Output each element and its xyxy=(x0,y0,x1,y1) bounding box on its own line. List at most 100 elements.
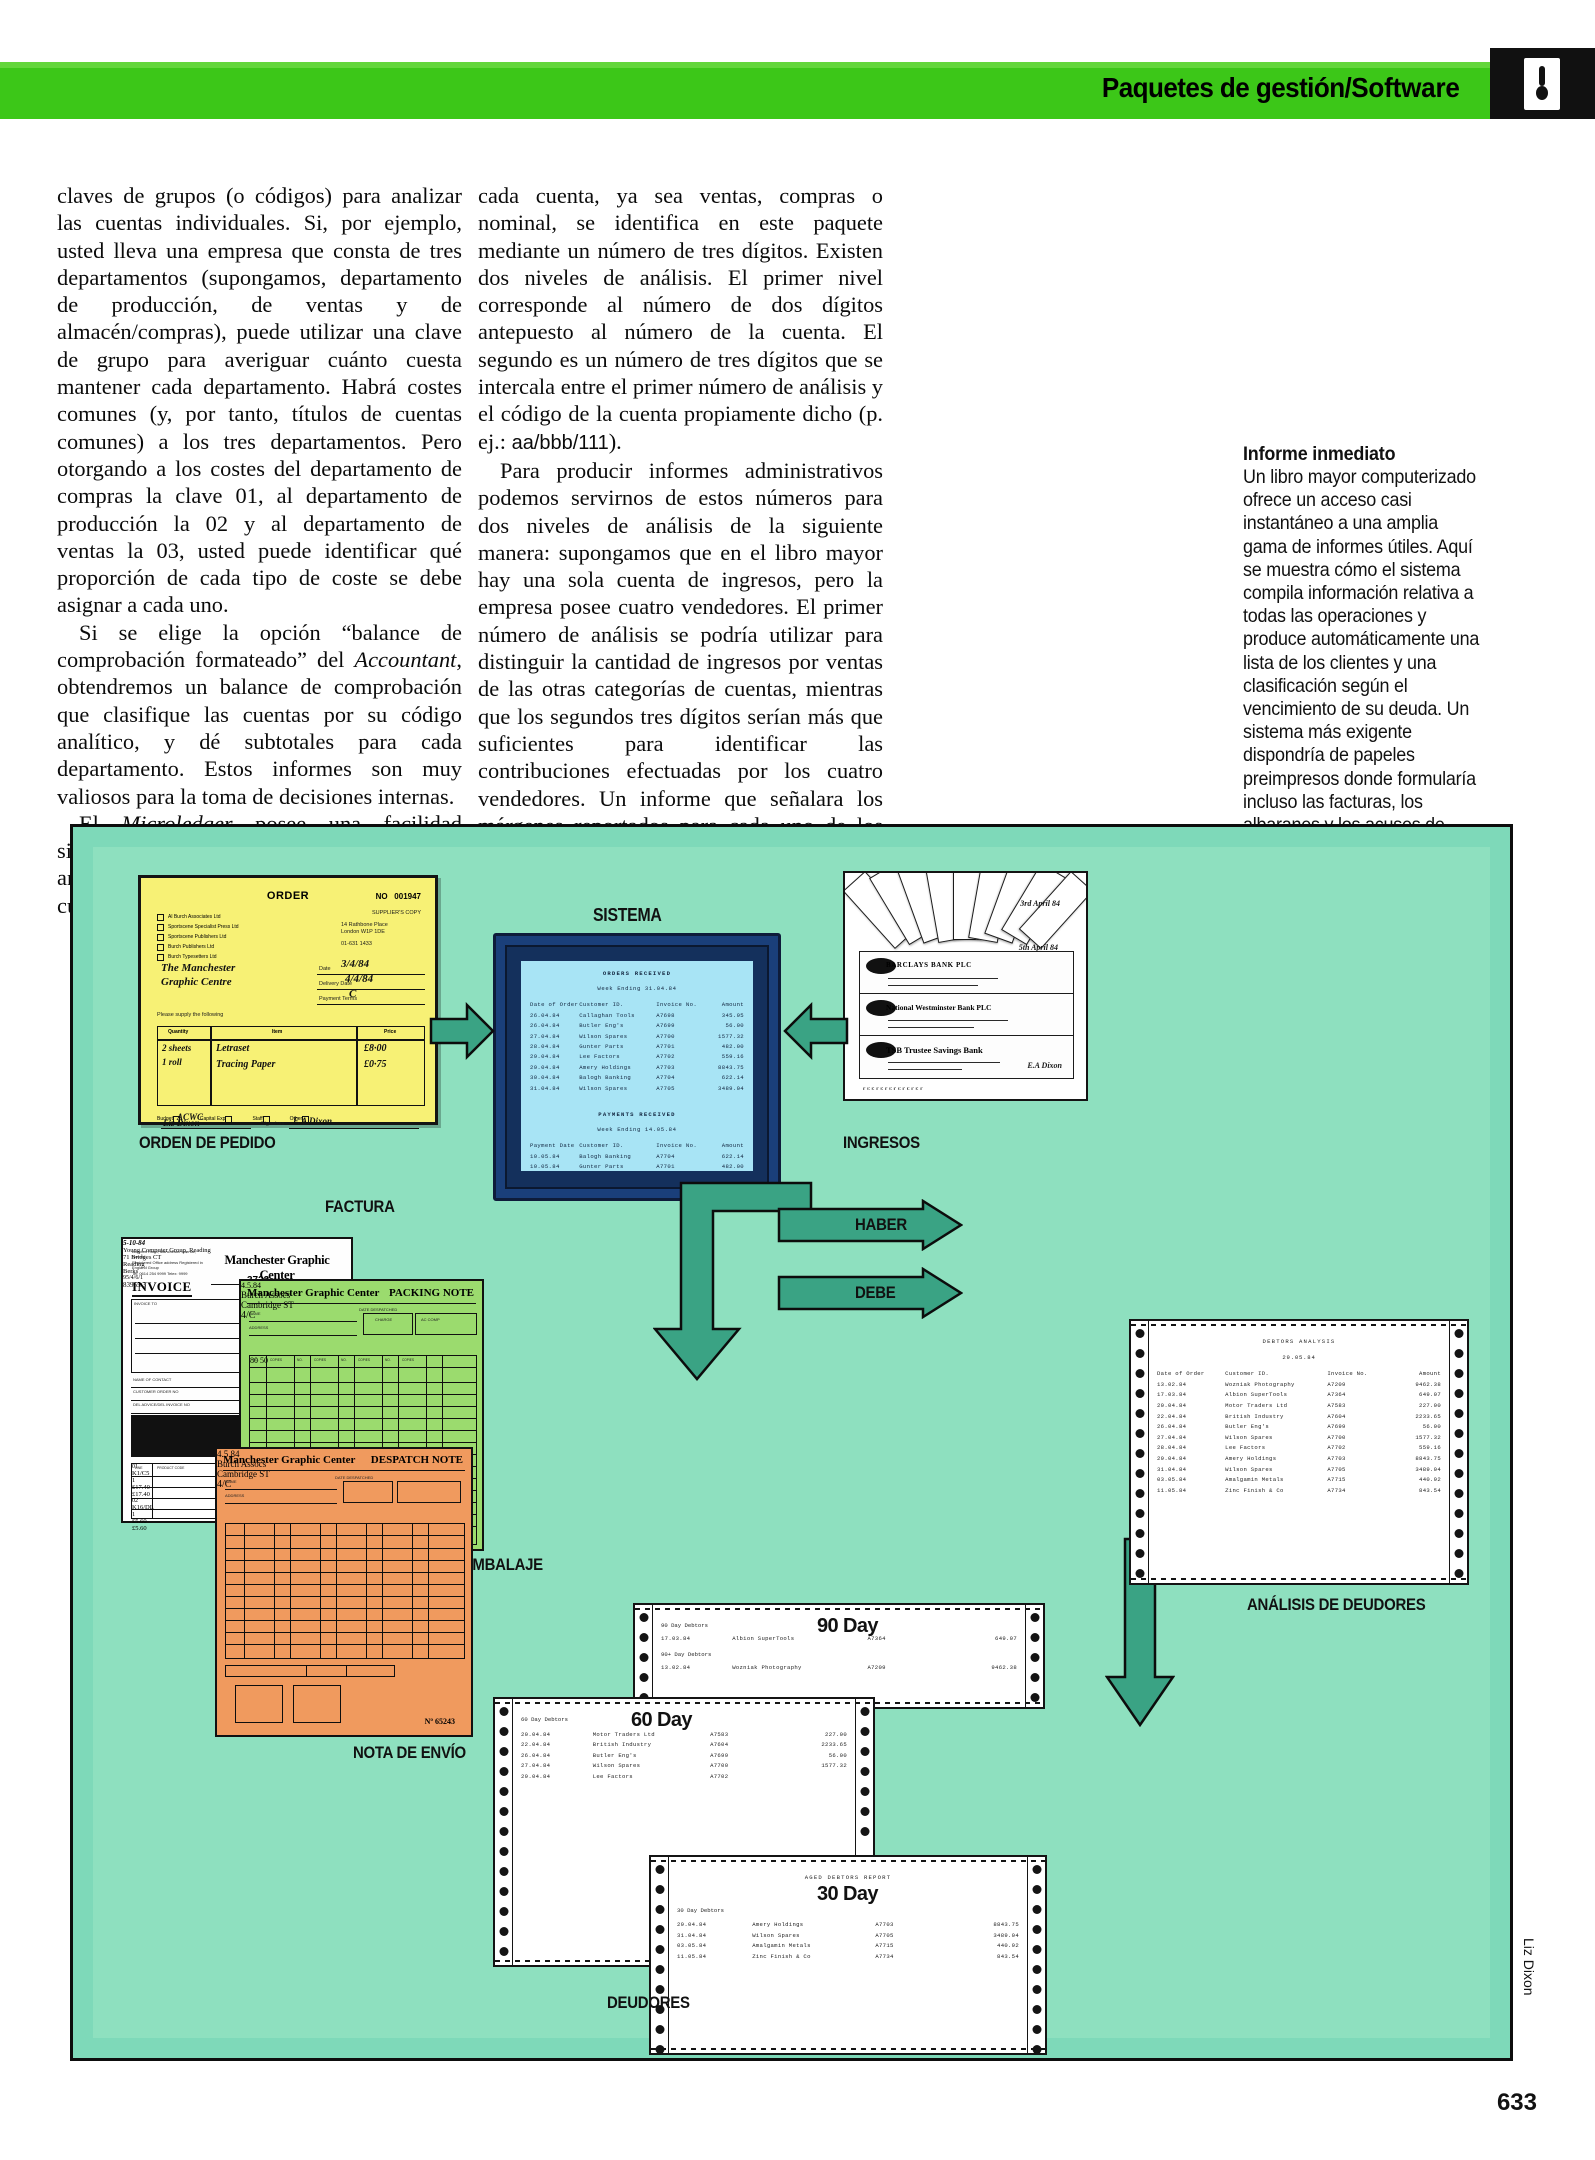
sidebar-caption-heading: Informe inmediato xyxy=(1243,443,1396,465)
checkbox-icon[interactable] xyxy=(157,923,164,931)
cell-date: 20.04.84 xyxy=(521,1730,551,1738)
bank-logo-icon xyxy=(866,1042,896,1058)
cell-invoice: A7705 xyxy=(875,1931,894,1939)
invoice-contact-label: NAME OF CONTACT xyxy=(133,1377,172,1382)
label-sistema: SISTEMA xyxy=(593,905,662,925)
order-form-dept-value: ACWC xyxy=(177,1112,204,1122)
cell-amount: 9462.38 xyxy=(991,1663,1017,1671)
order-form-checkbox-row[interactable]: Sportscene Specialist Press Ltd xyxy=(157,918,287,936)
cell-invoice: A7583 xyxy=(710,1730,729,1738)
invoice-row-line: 01 xyxy=(132,1464,138,1470)
cell-invoice: A7715 xyxy=(1327,1476,1346,1484)
sidebar-caption-body: Un libro mayor computerizado ofrece un a… xyxy=(1243,466,1480,859)
order-form-checkbox-row[interactable]: Burch Typesetters Ltd xyxy=(157,948,287,966)
col-header: Invoice No. xyxy=(656,1001,698,1009)
order-row-price: £8·00 xyxy=(364,1043,387,1054)
cell-customer: Amery Holdings xyxy=(752,1921,804,1929)
perforation-line xyxy=(1131,1578,1467,1580)
packing-note-code: 4/C xyxy=(241,1310,256,1321)
col-header: COPIES xyxy=(402,1358,415,1362)
arrow-system-to-invoice xyxy=(653,1181,813,1387)
cheque-date-1: 3rd April 84 xyxy=(1020,899,1060,908)
screen-report-subtitle: Week Ending 31.04.84 xyxy=(597,985,677,993)
floppy-disk-logo xyxy=(1490,48,1595,119)
col-header: NO. xyxy=(297,1358,303,1362)
cell-invoice: A7701 xyxy=(656,1043,675,1051)
cell-invoice: A7703 xyxy=(875,1921,894,1929)
cell-amount: 559.16 xyxy=(721,1053,744,1061)
order-form-checkbox-row[interactable]: Sportscene Publishers Ltd xyxy=(157,928,287,946)
checkbox-icon[interactable] xyxy=(157,933,164,941)
order-form-checkbox-row[interactable]: Al Burch Associates Ltd xyxy=(157,908,287,926)
paragraph: claves de grupos (o códigos) para analiz… xyxy=(57,183,462,618)
order-form-field-value: 3/4/84 xyxy=(341,958,370,970)
aged-30-title: AGED DEBTORS REPORT xyxy=(804,1874,892,1881)
order-form-items-table: Quantity Item Price 2 sheets 1 roll Letr… xyxy=(157,1026,425,1106)
cell-date: 26.04.84 xyxy=(530,1011,560,1019)
packing-note-col-label: AC COMP xyxy=(421,1317,440,1322)
order-form-customer-line-2: Graphic Centre xyxy=(161,976,232,988)
order-form-checkbox-row[interactable]: Burch Publishers Ltd xyxy=(157,938,287,956)
checkbox-icon[interactable] xyxy=(157,913,164,921)
label-deudores: DEUDORES xyxy=(607,1993,690,2012)
cell-date: 31.04.84 xyxy=(1157,1465,1187,1473)
col-header: Customer ID. xyxy=(579,1001,624,1009)
aged-30-section-1: 30 Day Debtors xyxy=(677,1906,724,1914)
cell-customer: Amalgamin Metals xyxy=(1225,1476,1284,1484)
checkbox-icon[interactable] xyxy=(225,1115,233,1123)
cell-customer: British Industry xyxy=(1225,1412,1284,1420)
sprocket-strip-left xyxy=(651,1857,669,2054)
checkbox-label: Sportscene Publishers Ltd xyxy=(168,934,227,941)
cell-amount: 622.14 xyxy=(721,1152,744,1160)
photo-credit: Liz Dixon xyxy=(1521,1938,1537,1996)
cell-amount: 56.00 xyxy=(1422,1423,1441,1431)
col-header: PRODUCT CODE xyxy=(157,1466,185,1470)
label-debe: DEBE xyxy=(855,1283,896,1302)
label-haber: HABER xyxy=(855,1215,907,1234)
invoice-date-value: 5-10-84 xyxy=(123,1239,146,1247)
aged-60-big-label: 60 Day xyxy=(631,1709,693,1731)
order-form-signature-label: Signature xyxy=(261,1121,285,1127)
cell-date: 27.04.84 xyxy=(521,1762,551,1770)
perforation-line xyxy=(1131,1324,1467,1326)
checkbox-label: Burch Typesetters Ltd xyxy=(168,954,217,961)
cell-amount: 3489.04 xyxy=(1415,1465,1441,1473)
order-form-footer-row[interactable]: Budget Capital Exp Staff Other xyxy=(157,1110,437,1128)
cell-invoice: A7698 xyxy=(656,1011,675,1019)
checkbox-icon[interactable] xyxy=(157,943,164,951)
invoice-to-line-1: Young Computer Group, Reading xyxy=(123,1247,211,1254)
payments-received-table: Payment Date Customer ID. Invoice No. Am… xyxy=(530,1141,744,1171)
table-header-row: Payment Date Customer ID. Invoice No. Am… xyxy=(530,1141,744,1151)
order-table-header: Price xyxy=(384,1029,397,1035)
screen-report-title: ORDERS RECEIVED xyxy=(602,970,672,977)
despatch-note-name-label: NAME xyxy=(225,1479,237,1484)
checkbox-icon[interactable] xyxy=(262,1115,270,1123)
cheque-date-2: 5th April 84 xyxy=(1018,943,1058,952)
checkbox-icon[interactable] xyxy=(302,1115,310,1123)
cell-amount: 440.92 xyxy=(1419,1476,1441,1484)
cell-amount: 1577.32 xyxy=(1415,1433,1441,1441)
col-header: NO. xyxy=(253,1358,259,1362)
despatch-note-company: Manchester Graphic Center xyxy=(223,1454,465,1471)
despatch-note-address-label: ADDRESS xyxy=(225,1493,245,1498)
cell-date: 10.05.84 xyxy=(530,1163,560,1171)
checkbox-icon[interactable] xyxy=(172,1115,180,1123)
cell-date: 30.04.84 xyxy=(530,1074,560,1082)
page-number: 633 xyxy=(1496,2089,1537,2116)
arrow-haber xyxy=(777,1199,963,1251)
checkbox-icon[interactable] xyxy=(157,953,164,961)
order-form-address-1: 14 Rathbone Place xyxy=(341,922,388,928)
